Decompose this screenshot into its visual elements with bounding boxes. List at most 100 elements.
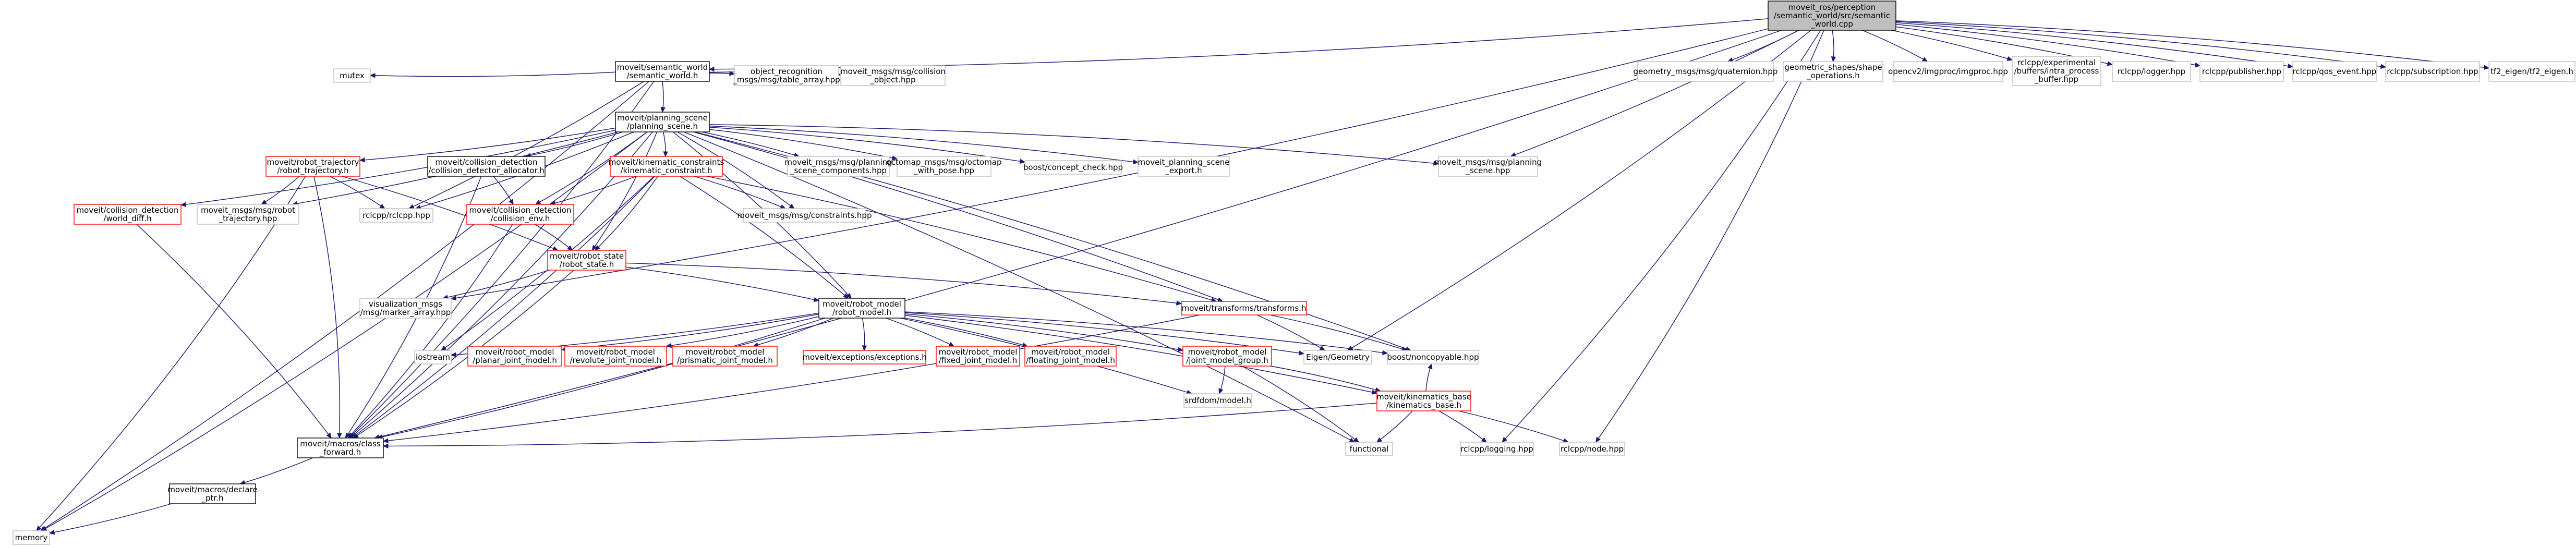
edge-kb_h-to-rclcpp_node <box>1458 410 1569 443</box>
node-vis-msgs[interactable]: visualization_msgs/msg/marker_array.hpp <box>359 298 452 319</box>
node-label-line: rclcpp/logger.hpp <box>2118 67 2185 76</box>
node-prismatic[interactable]: moveit/robot_model/prismatic_joint_model… <box>672 346 778 367</box>
node-coll-obj[interactable]: moveit_msgs/msg/collision_object.hpp <box>840 65 946 86</box>
edge-class_fwd-to-declare_ptr <box>239 457 313 485</box>
node-label-line: /kinematics_base.h <box>1386 400 1461 410</box>
node-exceptions[interactable]: moveit/exceptions/exceptions.h <box>802 350 927 364</box>
node-mutex[interactable]: mutex <box>333 68 371 83</box>
node-cd-world-diff[interactable]: moveit/collision_detection/world_diff.h <box>74 204 182 225</box>
node-box <box>787 156 890 177</box>
edge-ps_h-to-boost_cc <box>709 127 1026 164</box>
node-constraints[interactable]: moveit_msgs/msg/constraints.hpp <box>737 208 872 223</box>
node-label-line: mutex <box>340 71 365 80</box>
node-label-line: moveit/robot_model <box>576 347 655 357</box>
node-class-fwd[interactable]: moveit/macros/class_forward.h <box>297 437 384 458</box>
node-srdf[interactable]: srdfdom/model.h <box>1183 393 1252 408</box>
edge-rs_h-to-rm_h <box>625 266 820 302</box>
node-tf-h[interactable]: moveit/transforms/transforms.h <box>1181 301 1307 315</box>
node-tf2-eigen[interactable]: tf2_eigen/tf2_eigen.h <box>2488 61 2575 82</box>
edge-sw_h-to-ps_h <box>660 81 666 113</box>
node-boost-cc[interactable]: boost/concept_check.hpp <box>1023 160 1123 175</box>
node-box <box>818 298 905 319</box>
node-rclcpp-pub[interactable]: rclcpp/publisher.hpp <box>2199 61 2284 82</box>
node-box <box>2199 61 2284 82</box>
node-label-line: rclcpp/subscription.hpp <box>2387 67 2478 76</box>
node-rclcpp-logging[interactable]: rclcpp/logging.hpp <box>1460 442 1534 456</box>
node-memory[interactable]: memory <box>13 530 50 545</box>
node-rclcpp[interactable]: rclcpp/rclcpp.hpp <box>359 208 433 223</box>
edge-tf_h-to-eigen <box>1256 314 1326 351</box>
node-label-line: moveit/robot_model <box>823 299 901 309</box>
node-ps-msg[interactable]: moveit_msgs/msg/planning_scene.hpp <box>1434 156 1542 177</box>
node-label-line: rclcpp/qos_event.hpp <box>2293 67 2377 77</box>
node-box <box>1183 393 1252 408</box>
node-box <box>333 68 371 83</box>
node-label-line: /world_diff.h <box>103 214 151 224</box>
node-rclcpp-qos[interactable]: rclcpp/qos_event.hpp <box>2292 61 2377 82</box>
node-rt-h[interactable]: moveit/robot_trajectory/robot_trajectory… <box>265 156 360 177</box>
node-box <box>840 65 946 86</box>
node-label-line: rclcpp/logging.hpp <box>1460 444 1533 454</box>
node-rclcpp-node[interactable]: rclcpp/node.hpp <box>1559 442 1625 456</box>
node-boost-nc[interactable]: boost/noncopyable.hpp <box>1387 350 1479 364</box>
node-box <box>1376 391 1471 411</box>
node-rclcpp-exp[interactable]: rclcpp/experimental/buffers/intra_proces… <box>2012 56 2101 86</box>
edge-jmg-to-functional <box>1242 366 1360 443</box>
node-label-line: /semantic_world/src/semantic <box>1774 11 1890 21</box>
node-kc-h[interactable]: moveit/kinematic_constraints/kinematic_c… <box>609 156 724 177</box>
edge-kc_h-to-constraints <box>694 176 786 209</box>
node-rclcpp-logger[interactable]: rclcpp/logger.hpp <box>2112 61 2191 82</box>
edge-kb_h-to-functional <box>1376 410 1413 443</box>
node-opencv[interactable]: opencv2/imgproc/imgproc.hpp <box>1888 61 2008 82</box>
node-gm-quat[interactable]: geometry_msgs/msg/quaternion.hpp <box>1634 61 1778 82</box>
node-label-line: _with_pose.hpp <box>913 166 974 176</box>
node-box <box>1182 346 1272 367</box>
node-box <box>1024 160 1122 175</box>
node-jmg[interactable]: moveit/robot_model/joint_model_group.h <box>1182 346 1272 367</box>
node-iostream[interactable]: iostream <box>414 350 452 364</box>
node-planar[interactable]: moveit/robot_model/planar_joint_model.h <box>467 346 562 367</box>
node-label-line: moveit_planning_scene <box>1138 157 1229 167</box>
node-geom-shapes[interactable]: geometric_shapes/shape_operations.h <box>1783 61 1883 82</box>
node-octomap[interactable]: octomap_msgs/msg/octomap_with_pose.hpp <box>887 156 1002 177</box>
node-cd-alloc[interactable]: moveit/collision_detection/collision_det… <box>427 156 546 177</box>
node-label-line: moveit/transforms/transforms.h <box>1181 303 1306 313</box>
node-eigen[interactable]: Eigen/Geometry <box>1303 350 1372 364</box>
node-floating[interactable]: moveit/robot_model/floating_joint_model.… <box>1024 346 1117 367</box>
node-box <box>1460 442 1534 456</box>
edge-ps_h-to-octomap <box>709 129 898 161</box>
node-sw-h[interactable]: moveit/semantic_world/semantic_world.h <box>615 61 710 82</box>
edge-ps_h-to-ps_msg <box>709 124 1440 166</box>
node-label-line: rclcpp/publisher.hpp <box>2202 67 2281 76</box>
node-label-line: _operations.h <box>1806 71 1860 81</box>
node-label-line: rclcpp/experimental <box>2017 58 2096 67</box>
edge-sw_h-to-rclcpp <box>408 81 645 209</box>
node-rclcpp-sub[interactable]: rclcpp/subscription.hpp <box>2385 61 2480 82</box>
node-label-line: _ptr.h <box>201 493 224 503</box>
node-rm-h[interactable]: moveit/robot_model/robot_model.h <box>818 298 905 319</box>
node-rs-h[interactable]: moveit/robot_state/robot_state.h <box>547 250 626 271</box>
node-label-line: moveit/robot_trajectory <box>267 157 359 167</box>
edge-rm_h-to-kb_h <box>904 314 1378 395</box>
node-revolute[interactable]: moveit/robot_model/revolute_joint_model.… <box>564 346 667 367</box>
edge-root-to-geom_shapes <box>1831 30 1836 63</box>
node-rt-msg[interactable]: moveit_msgs/msg/robot_trajectory.hpp <box>197 204 299 225</box>
edge-root-to-rclcpp_exp <box>1891 30 2013 61</box>
node-box <box>734 65 839 86</box>
node-label-line: /semantic_world.h <box>627 71 698 81</box>
node-functional[interactable]: functional <box>1345 442 1393 456</box>
node-kb-h[interactable]: moveit/kinematics_base/kinematics_base.h <box>1376 391 1471 411</box>
node-box <box>1387 350 1479 364</box>
node-ps-comp[interactable]: moveit_msgs/msg/planning_scene_component… <box>784 156 892 177</box>
node-cd-env[interactable]: moveit/collision_detection/collision_env… <box>466 204 574 225</box>
node-root[interactable]: moveit_ros/perception/semantic_world/src… <box>1768 1 1896 31</box>
node-fixed[interactable]: moveit/robot_model/fixed_joint_model.h <box>936 346 1020 367</box>
node-declare-ptr[interactable]: moveit/macros/declare_ptr.h <box>167 483 258 504</box>
node-label-line: moveit/macros/declare <box>167 485 257 494</box>
edge-root-to-ps_msg <box>1510 30 1799 157</box>
node-objrec[interactable]: object_recognition_msgs/msg/table_array.… <box>732 65 840 86</box>
node-label-line: visualization_msgs <box>369 299 442 309</box>
node-ps-export[interactable]: moveit_planning_scene_export.h <box>1138 156 1230 177</box>
node-label-line: /collision_detector_allocator.h <box>428 166 544 176</box>
node-ps-h[interactable]: moveit/planning_scene/planning_scene.h <box>615 112 710 132</box>
